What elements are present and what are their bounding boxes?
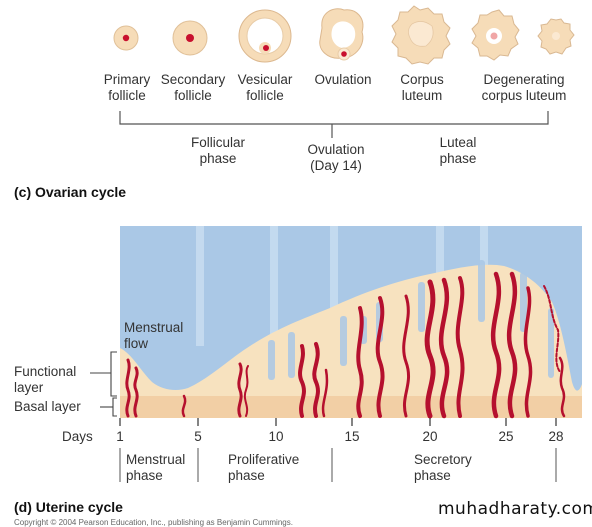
ovarian-cycle-title: (c) Ovarian cycle	[14, 184, 127, 200]
days-axis-label: Days	[62, 429, 93, 444]
day-tick-label: 20	[422, 429, 438, 444]
ovarian-cycle-diagram	[113, 5, 575, 138]
basal-layer-band	[120, 396, 582, 418]
stage-label-secondary-follicle: Secondary follicle	[160, 72, 226, 103]
ovulation-illustration	[319, 8, 364, 61]
ovarian-phase-luteal: Luteal phase	[439, 135, 477, 166]
layer-brackets	[90, 351, 117, 417]
day-tick-label: 28	[548, 429, 564, 444]
functional-layer-shape	[120, 264, 582, 396]
stage-label-primary-follicle: Primary follicle	[103, 72, 151, 103]
uterine-phase-secretory: Secretory phase	[414, 452, 472, 483]
uterine-phase-menstrual: Menstrual phase	[126, 452, 186, 483]
vesicular-follicle-illustration	[238, 9, 292, 63]
day-tick-label: 1	[116, 429, 124, 444]
stage-label-ovulation: Ovulation	[314, 72, 372, 87]
day-tick-label: 5	[194, 429, 202, 444]
copyright-text: Copyright © 2004 Pearson Education, Inc.…	[14, 518, 293, 527]
uterine-cycle-diagram	[90, 226, 582, 482]
secondary-follicle-illustration	[172, 20, 208, 56]
watermark-text: muhadharaty.com	[438, 499, 592, 519]
day-tick-label: 15	[344, 429, 360, 444]
stage-label-corpus-luteum: Corpus luteum	[400, 72, 444, 103]
ovarian-phase-follicular: Follicular phase	[190, 135, 245, 166]
day-tick-label: 10	[268, 429, 284, 444]
menstrual-flow-label: Menstrual flow	[124, 320, 184, 351]
corpus-luteum-illustration	[391, 5, 451, 65]
stage-label-vesicular-follicle: Vesicular follicle	[237, 72, 293, 103]
uterine-phase-proliferative: Proliferative phase	[228, 452, 300, 483]
day-tick-marks	[119, 418, 557, 426]
uterine-cycle-title: (d) Uterine cycle	[14, 499, 123, 515]
degenerating-corpus-luteum-illustration	[471, 9, 520, 61]
degenerating-corpus-luteum-small-illustration	[537, 18, 575, 55]
uterine-phase-separators	[119, 448, 557, 482]
functional-layer-label: Functional layer	[14, 364, 77, 395]
basal-layer-label: Basal layer	[14, 399, 81, 414]
ovarian-phase-bracket	[119, 111, 549, 138]
spiral-arteries	[125, 271, 566, 419]
ovarian-phase-ovulation: Ovulation (Day 14)	[307, 142, 365, 173]
day-tick-label: 25	[498, 429, 514, 444]
primary-follicle-illustration	[113, 25, 139, 51]
stage-label-degenerating-corpus-luteum: Degenerating corpus luteum	[481, 72, 567, 103]
